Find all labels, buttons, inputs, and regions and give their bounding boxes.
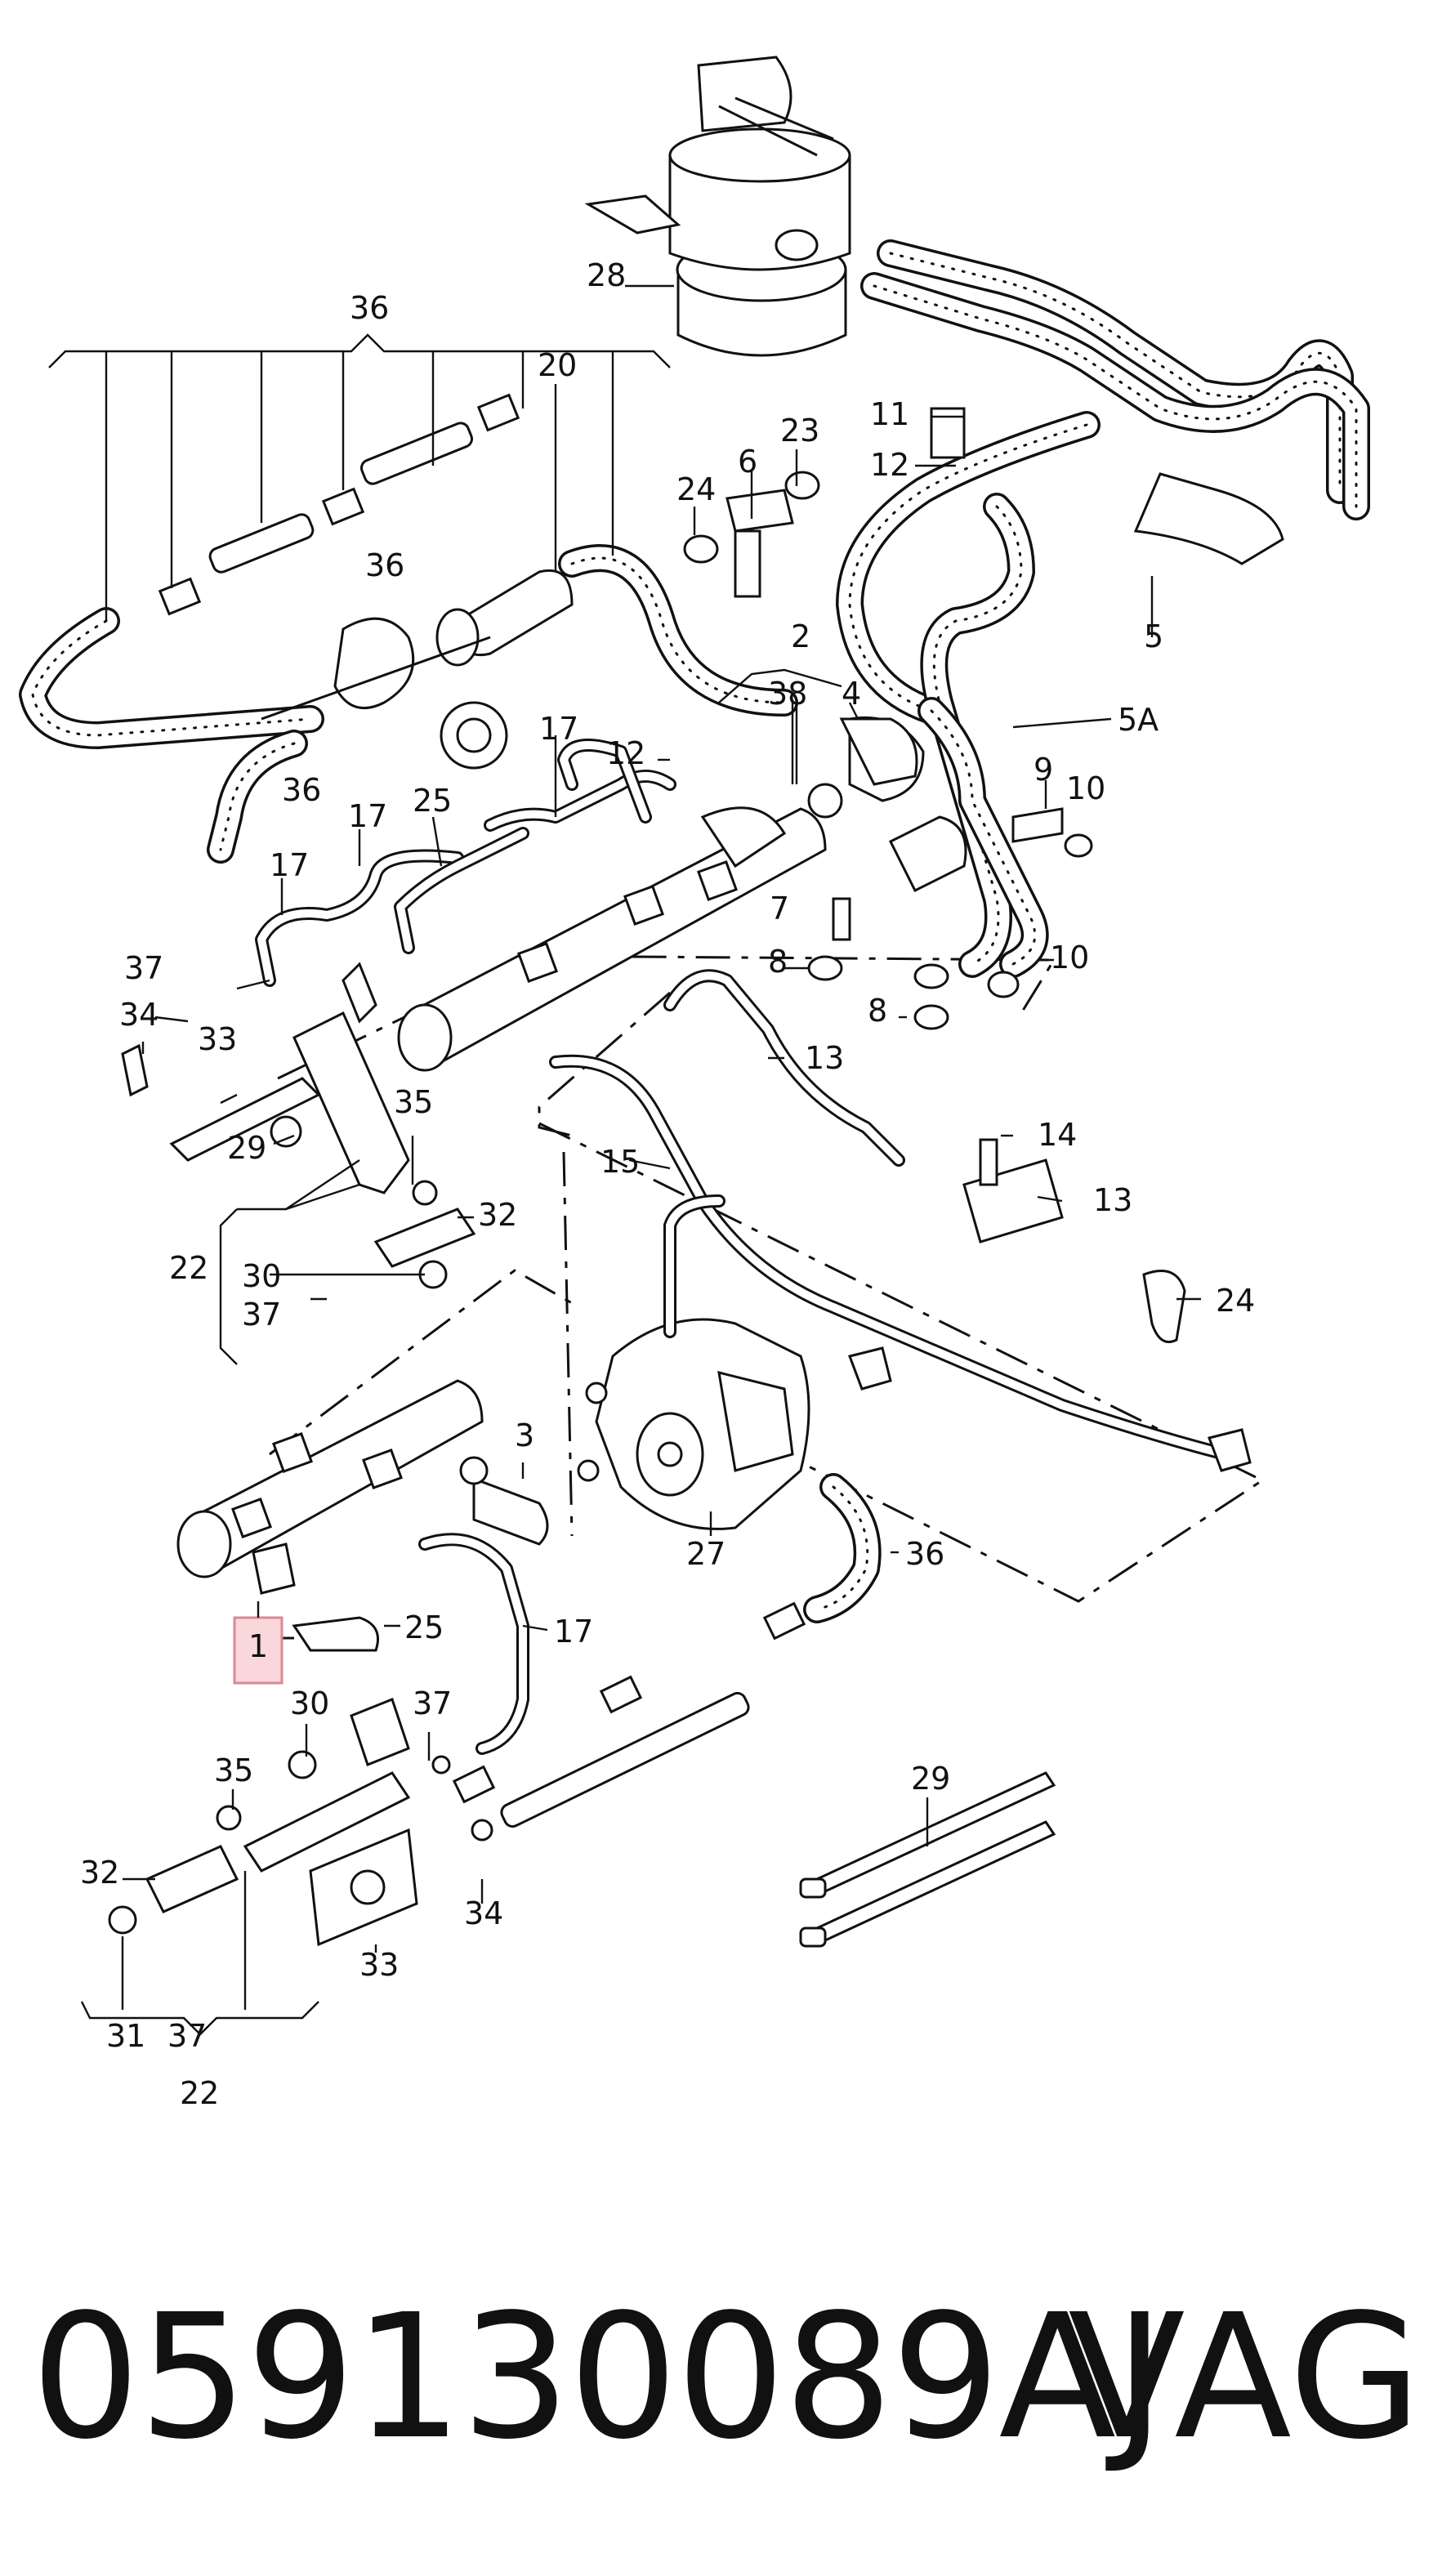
callout-30-bottom: 31 [106, 2018, 145, 2054]
callout-27: 28 [587, 257, 626, 293]
brand-name: VAG [1068, 2277, 1422, 2477]
injector-pipe-lower [418, 1533, 529, 1755]
callout-33-top: 35 [394, 1084, 433, 1120]
callout-16: 15 [600, 1144, 640, 1180]
misc-parts [683, 407, 1186, 1343]
callout-2: 2 [791, 618, 810, 654]
callout-26: 27 [686, 1536, 726, 1572]
callout-34-top: 34 [119, 997, 158, 1033]
callout-22-bottom: 22 [180, 2075, 219, 2111]
callout-13-label: 13 [1093, 1182, 1132, 1218]
callout-24-label: 24 [1216, 1283, 1255, 1319]
injector-lower [108, 1698, 493, 1947]
callout-12-mid: 12 [606, 735, 645, 771]
callout-labels: 36 20 28 11 12 23 6 24 36 5 2 38 4 5A 17… [80, 257, 1255, 2111]
callout-10-top: 10 [1066, 770, 1105, 806]
fuel-filter [584, 56, 851, 357]
callout-30-top: 30 [242, 1258, 281, 1294]
callout-37-a: 37 [124, 950, 163, 986]
assembly-dash-lines [269, 954, 1266, 1603]
callout-28: 29 [911, 1761, 950, 1797]
callout-4: 4 [842, 676, 861, 712]
callout-7: 7 [770, 891, 789, 926]
callout-17-a: 17 [348, 798, 387, 834]
callout-37-b: 37 [242, 1297, 281, 1333]
hose-group-top [836, 239, 1370, 978]
fuel-rail-upper [397, 716, 925, 1072]
callout-20: 20 [538, 347, 577, 383]
callout-23-right: 23 [780, 413, 819, 449]
pressure-sensor [459, 1456, 549, 1546]
inline-filter [261, 569, 574, 770]
callout-6: 6 [738, 444, 757, 480]
callout-17-top: 17 [539, 711, 578, 747]
callout-25-top: 25 [413, 783, 452, 819]
footer: 059130089AJ VAG [0, 2255, 1451, 2500]
callout-17-b: 17 [270, 847, 309, 883]
callout-36-left: 36 [282, 772, 321, 808]
callout-35: 36 [365, 547, 404, 583]
callout-38: 38 [768, 676, 807, 712]
callout-36-bottom: 36 [905, 1536, 944, 1572]
return-line-top-left [19, 393, 798, 864]
callout-29-bottom: 30 [290, 1685, 329, 1721]
fuel-rail-lower [176, 1379, 484, 1652]
return-line-lower [452, 1473, 882, 1828]
callout-36-top: 36 [350, 290, 389, 326]
callout-12-top: 12 [870, 447, 909, 483]
callout-37-c: 37 [413, 1685, 452, 1721]
high-pressure-pump [577, 1318, 810, 1530]
callout-25-bottom: 25 [404, 1609, 444, 1645]
callout-32-bottom: 33 [359, 1947, 399, 1983]
callout-31-bottom: 32 [80, 1855, 119, 1891]
callout-15: 13 [805, 1040, 844, 1076]
callout-5: 5 [1144, 618, 1163, 654]
callout-5a: 5A [1118, 702, 1159, 738]
clamp-bands [799, 1771, 1056, 1948]
injector-upper [121, 962, 476, 1289]
callout-34-bottom: 34 [464, 1895, 503, 1931]
callout-11: 11 [870, 396, 909, 432]
parts-exploded-diagram: 36 20 28 11 12 23 6 24 36 5 2 38 4 5A 17… [19, 56, 1370, 2111]
callout-8-a: 8 [768, 944, 788, 980]
callout-32-top: 33 [198, 1021, 237, 1057]
callout-22-top: 22 [169, 1250, 208, 1286]
callout-33-bottom: 35 [214, 1752, 253, 1788]
callout-8-b: 8 [868, 993, 887, 1029]
callout-3: 3 [515, 1417, 534, 1453]
callout-29-top: 29 [227, 1130, 266, 1166]
callout-10-mid: 10 [1050, 940, 1089, 975]
callout-23-left: 24 [676, 471, 716, 507]
highlight-box [233, 1616, 284, 1685]
callout-1-highlighted: 1 [248, 1628, 268, 1664]
high-pressure-lines [549, 969, 1252, 1472]
callout-9: 9 [1034, 752, 1053, 788]
part-number: 059130089AJ [31, 2277, 1165, 2477]
callout-17-bottom: 17 [554, 1614, 593, 1650]
callout-37-d: 37 [167, 2018, 207, 2054]
callout-31-top: 32 [478, 1197, 517, 1233]
callout-14: 14 [1038, 1117, 1077, 1153]
leader-lines [48, 284, 1201, 2036]
